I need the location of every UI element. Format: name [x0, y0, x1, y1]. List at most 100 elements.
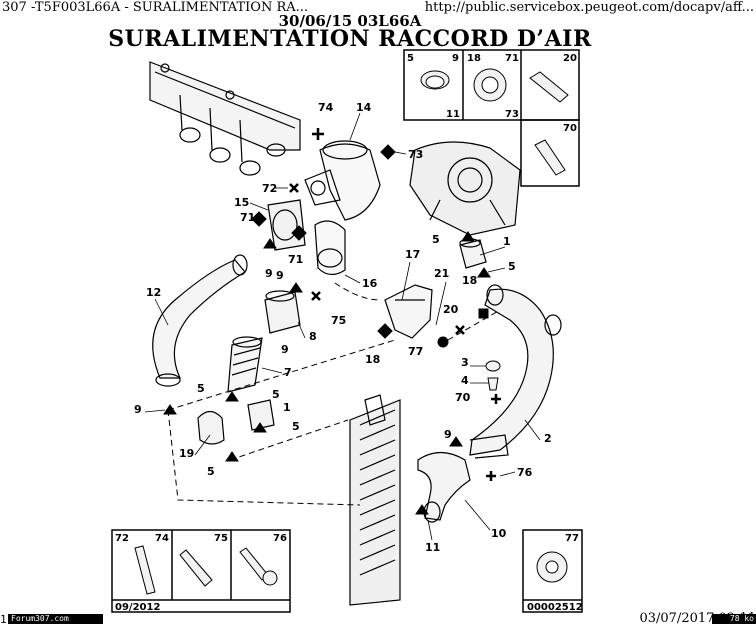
- box-label-74: 74: [155, 533, 169, 544]
- label-21: 21: [434, 267, 449, 280]
- cross-symbol: [491, 394, 501, 404]
- part-1-sleeve-upper: [459, 238, 487, 269]
- label-71-lower: 71: [288, 253, 303, 266]
- box-label-18: 18: [467, 53, 481, 64]
- triangle-symbol: [449, 436, 463, 447]
- triangle-symbol: [263, 238, 277, 249]
- diagram-title: SURALIMENTATION RACCORD D’AIR: [108, 26, 592, 52]
- part-8-sleeve: [264, 290, 301, 334]
- box-label-76: 76: [273, 533, 287, 544]
- hex-bolt-icon: [534, 139, 566, 176]
- label-5-f: 5: [508, 260, 516, 273]
- box-label-75: 75: [214, 533, 228, 544]
- stud-bolt-icon: [529, 71, 569, 103]
- part-1-sleeve-lower: [247, 399, 275, 431]
- label-16: 16: [362, 277, 378, 290]
- label-5-d: 5: [207, 465, 215, 478]
- threaded-stud-icon: [134, 545, 156, 595]
- label-9-d: 9: [134, 403, 142, 416]
- part-2-outlet-duct: [469, 284, 562, 459]
- cross-symbol: [486, 471, 496, 481]
- label-1-lower: 1: [283, 401, 291, 414]
- label-10: 10: [491, 527, 507, 540]
- label-70: 70: [455, 391, 471, 404]
- box-label-11: 11: [446, 109, 460, 120]
- date-code: 09/2012: [115, 602, 160, 613]
- part-14-air-pipe: [304, 140, 381, 221]
- o-ring-inner: [481, 76, 499, 94]
- box-label-71: 71: [505, 53, 519, 64]
- label-20: 20: [443, 303, 459, 316]
- label-74: 74: [318, 101, 334, 114]
- label-9-e: 9: [444, 428, 452, 441]
- label-5-b: 5: [272, 388, 280, 401]
- label-11: 11: [425, 541, 440, 554]
- header-right-url[interactable]: http://public.servicebox.peugeot.com/doc…: [424, 0, 754, 15]
- label-14: 14: [356, 101, 372, 114]
- hose-clamp-inner: [425, 75, 445, 89]
- label-18-upper: 18: [462, 274, 477, 287]
- circle-symbol: [437, 336, 449, 348]
- intake-manifold: [149, 61, 301, 176]
- box-label-72: 72: [115, 533, 129, 544]
- bolt-icon: [179, 549, 213, 587]
- triangle-symbol: [477, 267, 491, 278]
- label-72: 72: [262, 182, 277, 195]
- cross-symbol: [289, 183, 299, 193]
- label-17: 17: [405, 248, 420, 261]
- label-9-b: 9: [276, 269, 284, 282]
- box-label-77: 77: [565, 533, 579, 544]
- turbocharger: [409, 141, 521, 236]
- box-label-9: 9: [452, 53, 459, 64]
- flange-bolt-head: [262, 570, 278, 586]
- triangle-symbol: [225, 391, 239, 402]
- part-15-throttle-body: [267, 199, 306, 251]
- square-symbol: [478, 308, 489, 319]
- triangle-symbol: [225, 451, 239, 462]
- label-76: 76: [517, 466, 533, 479]
- triangle-symbol: [415, 504, 429, 515]
- parts-box-top: 5 9 11 18 71 73 20 70: [403, 49, 580, 187]
- label-12: 12: [146, 286, 161, 299]
- label-4: 4: [461, 374, 469, 387]
- cross-symbol: [312, 128, 324, 140]
- label-15: 15: [234, 196, 249, 209]
- part-19-elbow: [197, 410, 225, 445]
- box-label-73: 73: [505, 109, 519, 120]
- parts-box-bottom: 72 74 75 76 77 09/2012 00002512: [111, 529, 583, 613]
- label-3: 3: [461, 356, 469, 369]
- square-symbol: [377, 323, 393, 339]
- label-71-left: 71: [240, 211, 255, 224]
- label-19: 19: [179, 447, 194, 460]
- label-9-c: 9: [281, 343, 289, 356]
- washer-hole: [545, 560, 559, 574]
- reference-number: 00002512: [527, 602, 583, 613]
- triangle-symbol: [461, 231, 475, 242]
- box-label-5: 5: [407, 53, 414, 64]
- label-73: 73: [408, 148, 423, 161]
- triangle-symbol: [163, 404, 177, 415]
- label-2: 2: [544, 432, 552, 445]
- label-18-lower: 18: [365, 353, 380, 366]
- part-3-cap: [485, 360, 501, 372]
- intercooler: [349, 394, 401, 606]
- triangle-symbol: [253, 422, 267, 433]
- square-symbol: [291, 225, 307, 241]
- label-8: 8: [309, 330, 317, 343]
- square-symbol: [380, 144, 396, 160]
- box-label-70: 70: [563, 123, 577, 134]
- label-5-turbo: 5: [432, 233, 440, 246]
- part-4-grommet: [487, 377, 499, 391]
- part-12-hose: [152, 254, 248, 387]
- label-5-c: 5: [292, 420, 300, 433]
- label-75: 75: [331, 314, 346, 327]
- header-left-title: 307 -T5F003L66A - SURALIMENTATION RA...: [2, 0, 309, 15]
- part-10-hose: [417, 451, 471, 523]
- part-17-bracket: [384, 284, 433, 339]
- speed-badge: 78 ko: [712, 614, 756, 624]
- label-77: 77: [408, 345, 423, 358]
- document-code: 30/06/15 03L66A: [278, 12, 422, 30]
- part-7-ribbed-duct: [227, 336, 263, 393]
- part-16-elbow: [314, 220, 346, 276]
